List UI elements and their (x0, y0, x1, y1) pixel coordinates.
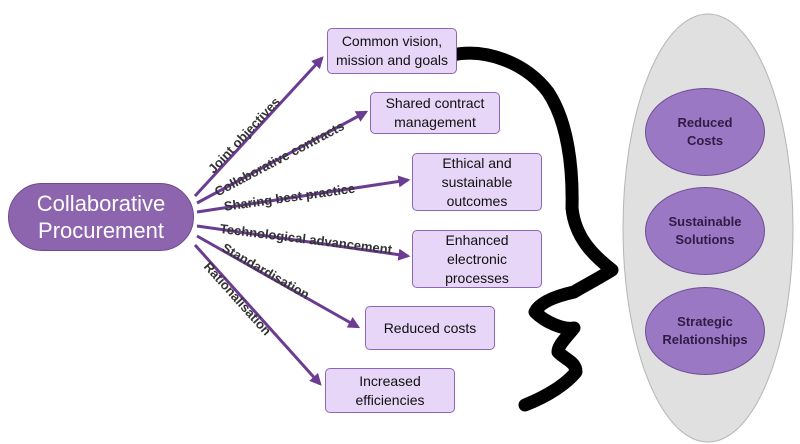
benefit-oval-strategic-relationships: Strategic Relationships (645, 287, 765, 375)
outcome-box-vision: Common vision, mission and goals (327, 28, 457, 74)
central-node: Collaborative Procurement (8, 183, 194, 251)
head-profile-outline (445, 46, 619, 412)
branch-arrow-2 (196, 110, 369, 205)
branch-arrow-6 (193, 243, 322, 386)
branch-arrows (193, 56, 411, 386)
branch-arrow-1 (193, 56, 324, 198)
branch-arrow-4 (196, 224, 411, 261)
outcome-box-electronic-processes: Enhanced electronic processes (412, 230, 542, 288)
benefit-oval-sustainable-solutions: Sustainable Solutions (645, 187, 765, 275)
branch-arrow-5 (196, 234, 361, 329)
branch-arrow-3 (196, 175, 411, 214)
outcome-box-contract-management: Shared contract management (370, 92, 500, 134)
outcome-box-reduced-costs: Reduced costs (365, 306, 495, 350)
outcome-box-ethical-sustainable: Ethical and sustainable outcomes (412, 153, 542, 211)
outcome-box-efficiencies: Increased efficiencies (325, 368, 455, 413)
benefit-oval-reduced-costs: Reduced Costs (645, 88, 765, 176)
